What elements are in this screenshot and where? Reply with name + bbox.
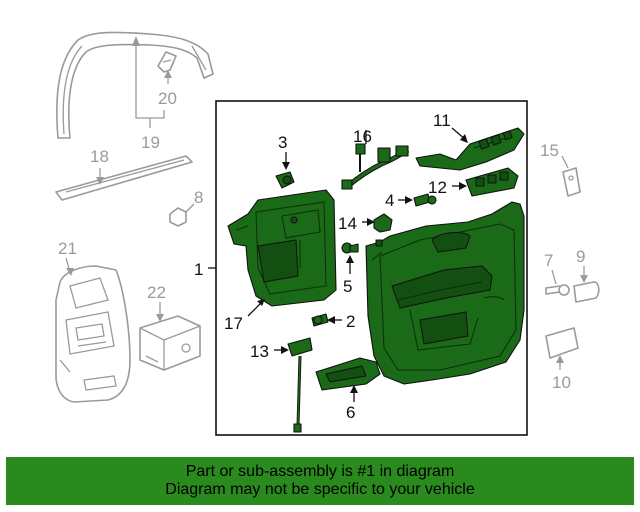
callout-20: 20 [158, 89, 177, 108]
callout-22: 22 [147, 283, 166, 302]
part-19-window-molding [56, 31, 214, 139]
callout-7: 7 [544, 251, 553, 270]
part-18-weatherstrip [55, 155, 193, 201]
callout-10: 10 [552, 373, 571, 392]
part-4-screw [413, 193, 437, 207]
callout-21: 21 [58, 239, 77, 258]
part-21-door-frame [55, 265, 131, 403]
callout-5: 5 [343, 277, 352, 296]
callout-1: 1 [194, 260, 203, 279]
banner-line-1: Part or sub-assembly is #1 in diagram [185, 463, 455, 480]
callout-11: 11 [433, 111, 451, 130]
callout-18: 18 [90, 147, 109, 166]
callout-3: 3 [278, 133, 287, 152]
part-8-clip [169, 207, 187, 227]
callout-6: 6 [346, 403, 355, 422]
notice-banner: Part or sub-assembly is #1 in diagram Di… [6, 457, 634, 505]
callout-2: 2 [346, 312, 355, 331]
part-10-trim [545, 327, 579, 359]
part-20-clip [157, 51, 177, 73]
part-3-fastener [275, 171, 295, 189]
callout-13: 13 [250, 342, 269, 361]
banner-line-2: Diagram may not be specific to your vehi… [165, 481, 475, 498]
part-14-clip [373, 213, 393, 233]
callout-8: 8 [194, 188, 203, 207]
part-2-screw [311, 313, 329, 327]
part-15-bracket [562, 167, 581, 197]
part-9-cap [573, 281, 600, 303]
callout-4: 4 [385, 191, 394, 210]
parts-diagram: 19 20 18 8 21 22 [55, 31, 600, 436]
callout-14: 14 [338, 214, 357, 233]
callout-15: 15 [540, 141, 559, 160]
part-16-wire-harness [341, 143, 410, 190]
callout-16: 16 [353, 127, 372, 146]
part-7-screw [545, 284, 570, 296]
part-11-switch-bezel [415, 127, 525, 171]
part-1-door-trim-panel [365, 201, 525, 385]
callout-19: 19 [141, 133, 160, 152]
part-5-fastener [341, 242, 359, 254]
part-22-module [139, 315, 201, 371]
part-13-release-cable [287, 337, 313, 433]
callout-17: 17 [224, 314, 243, 333]
part-12-switch [465, 167, 519, 197]
callout-9: 9 [576, 247, 585, 266]
callout-12: 12 [428, 178, 447, 197]
part-17-trim-panel [227, 189, 337, 307]
part-6-inside-handle [315, 357, 381, 391]
